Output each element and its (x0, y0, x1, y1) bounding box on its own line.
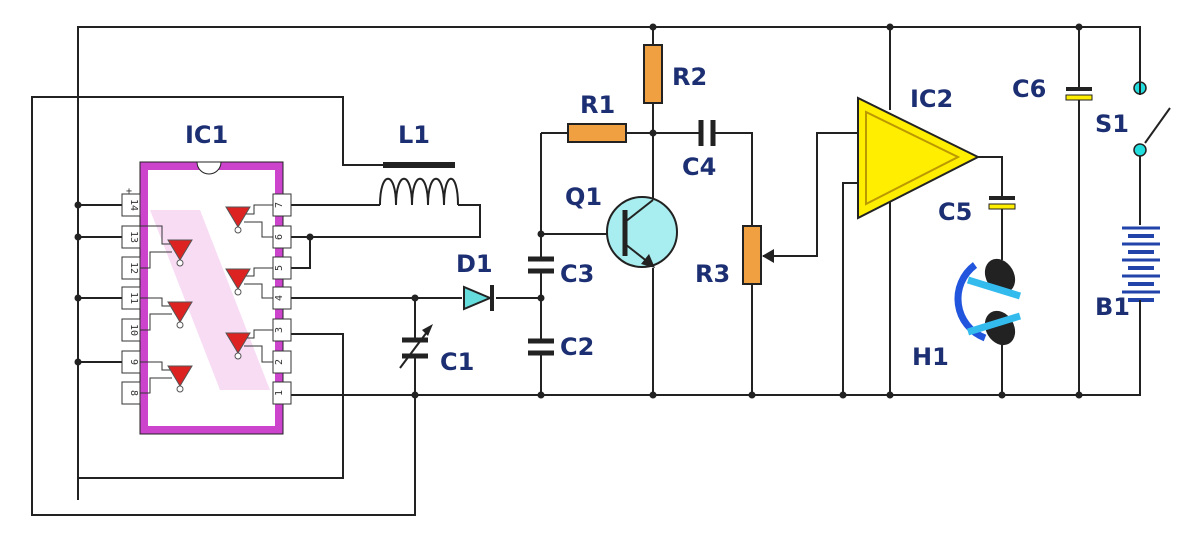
label-ic2: IC2 (910, 85, 953, 113)
label-c2: C2 (560, 333, 594, 361)
capacitor-c6 (1065, 87, 1093, 101)
ic1-pin-10: 10 (128, 324, 139, 336)
transistor-q1 (606, 196, 678, 268)
gate-icon (167, 365, 193, 393)
ic1-pin-9: 9 (128, 359, 139, 365)
switch-s1 (1133, 65, 1171, 157)
ic1-plus-mark: + (126, 186, 132, 197)
label-c3: C3 (560, 260, 594, 288)
capacitor-c3 (528, 256, 554, 274)
label-r1: R1 (580, 91, 615, 119)
ic1-internal-traces (140, 204, 273, 394)
label-c6: C6 (1012, 75, 1046, 103)
ic1-pin-13: 13 (128, 231, 139, 243)
gate-icon (225, 332, 251, 360)
resistor-r1 (567, 123, 627, 143)
gate-icon (225, 268, 251, 296)
label-l1: L1 (398, 121, 430, 149)
inductor-l1 (379, 162, 459, 206)
capacitor-c1 (399, 324, 433, 369)
amplifier-ic2 (857, 96, 981, 220)
component-labels: IC1 L1 D1 C1 C3 C2 R1 R2 C4 Q1 R3 IC2 C5… (185, 63, 1130, 376)
label-c1: C1 (440, 348, 474, 376)
capacitor-c4 (698, 120, 716, 146)
gate-icon (225, 206, 251, 234)
ic1-gates (167, 206, 251, 393)
label-r3: R3 (695, 260, 730, 288)
label-c5: C5 (938, 198, 972, 226)
ic1-right-pins: 7 6 5 4 3 2 1 (272, 193, 292, 405)
ic1-left-pins: 14 13 12 11 10 9 8 (121, 193, 141, 405)
label-r2: R2 (672, 63, 707, 91)
resistor-r2 (643, 44, 663, 104)
ic1-pin-14: 14 (128, 199, 139, 211)
label-c4: C4 (682, 153, 716, 181)
ic1-pin-12: 12 (128, 262, 139, 274)
ic1-pin-5: 5 (274, 265, 285, 271)
potentiometer-r3 (742, 225, 782, 285)
earphone-icon (954, 258, 1022, 346)
capacitor-c5 (988, 196, 1016, 210)
label-d1: D1 (456, 250, 493, 278)
wires (31, 26, 1141, 516)
label-ic1: IC1 (185, 121, 228, 149)
ic1-pin-2: 2 (274, 359, 285, 365)
label-h1: H1 (912, 343, 949, 371)
label-b1: B1 (1095, 293, 1130, 321)
battery-b1 (1122, 226, 1160, 312)
ic1-pin-8: 8 (128, 390, 139, 396)
ic1-chip: + 14 13 12 11 10 9 8 7 6 5 4 (121, 161, 292, 435)
ic1-pin-7: 7 (274, 202, 285, 208)
capacitor-c2 (528, 338, 554, 356)
ic1-pin-4: 4 (274, 295, 285, 301)
diode-d1 (463, 285, 494, 311)
label-q1: Q1 (565, 183, 602, 211)
ic1-pin-1: 1 (274, 390, 285, 396)
gate-icon (167, 301, 193, 329)
ic1-pin-3: 3 (274, 327, 285, 333)
label-s1: S1 (1095, 110, 1129, 138)
ic1-pin-11: 11 (128, 292, 139, 304)
ic1-pin-6: 6 (274, 234, 285, 240)
junction-dots (74, 23, 1083, 399)
gate-icon (167, 239, 193, 267)
